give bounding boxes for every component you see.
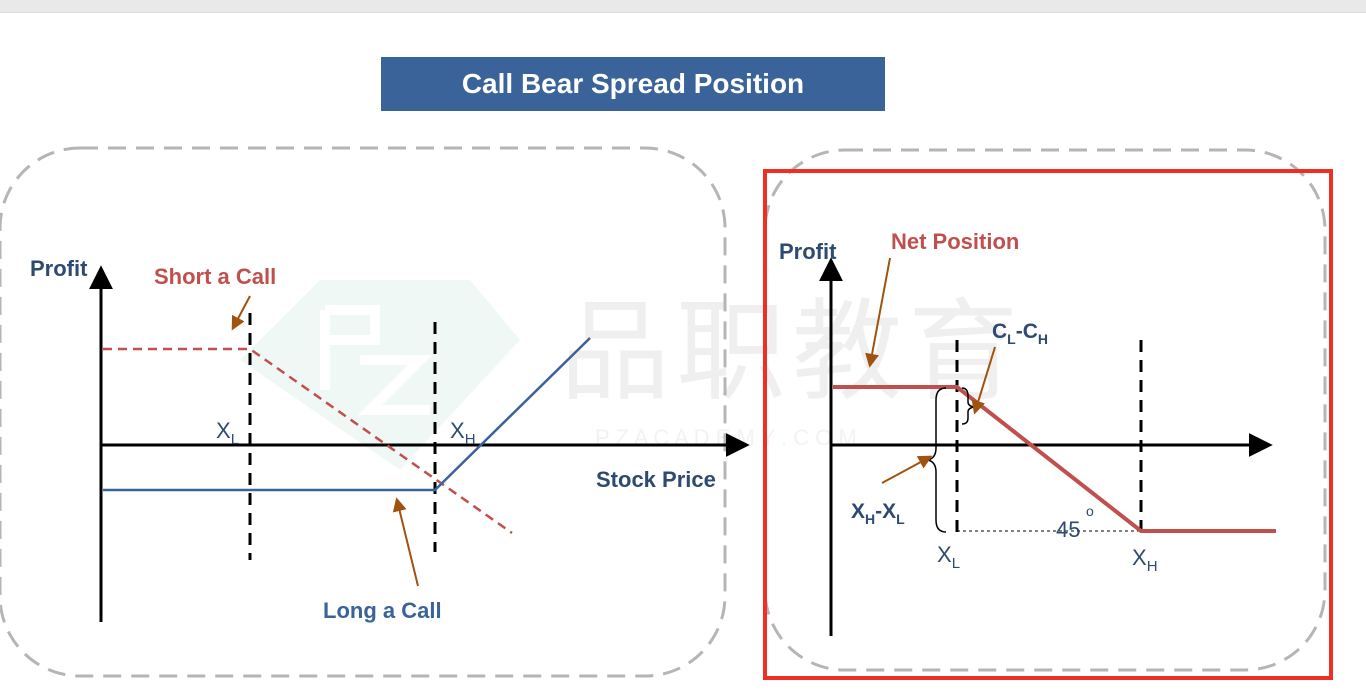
net-position-label: Net Position <box>891 229 1019 254</box>
watermark: 品职教育 P Z A C A D E M Y . C O M <box>240 280 1024 470</box>
right-profit-label: Profit <box>779 239 837 264</box>
left-panel: Profit Stock Price Short a Call Long a C… <box>30 256 750 623</box>
left-panel-frame <box>0 146 727 678</box>
long-call-label: Long a Call <box>323 598 442 623</box>
top-strip <box>0 0 1366 13</box>
short-call-arrow <box>231 295 251 331</box>
right-strike-low-label: XL <box>937 542 960 572</box>
long-call-payoff <box>103 337 591 492</box>
right-strike-high-label: XH <box>1132 545 1158 575</box>
angle-label: 45 <box>1056 517 1080 542</box>
selection-highlight-box <box>763 169 1333 680</box>
short-call-label: Short a Call <box>154 264 276 289</box>
left-strike-high-label: XH <box>450 418 476 448</box>
degree-mark: o <box>1086 503 1094 519</box>
left-profit-label: Profit <box>30 256 88 281</box>
strike-diff-label: XH-XL <box>851 500 905 527</box>
left-stock-price-label: Stock Price <box>596 467 716 492</box>
title-banner: Call Bear Spread Position <box>381 57 885 111</box>
watermark-chinese: 品职教育 <box>560 291 1024 414</box>
net-position-arrow <box>865 257 891 368</box>
premium-diff-arrow <box>971 346 996 415</box>
watermark-logo-letters <box>320 305 433 415</box>
long-call-arrow <box>392 497 419 587</box>
premium-diff-label: CL-CH <box>992 320 1048 347</box>
left-strike-low-label: XL <box>216 418 239 448</box>
net-position-payoff <box>833 385 1276 533</box>
right-panel: Profit Net Position CL-CH XH-XL XL XH 45… <box>779 229 1276 636</box>
watermark-logo-shape <box>240 280 520 470</box>
short-call-payoff <box>103 347 513 535</box>
strike-diff-arrow <box>881 455 933 484</box>
